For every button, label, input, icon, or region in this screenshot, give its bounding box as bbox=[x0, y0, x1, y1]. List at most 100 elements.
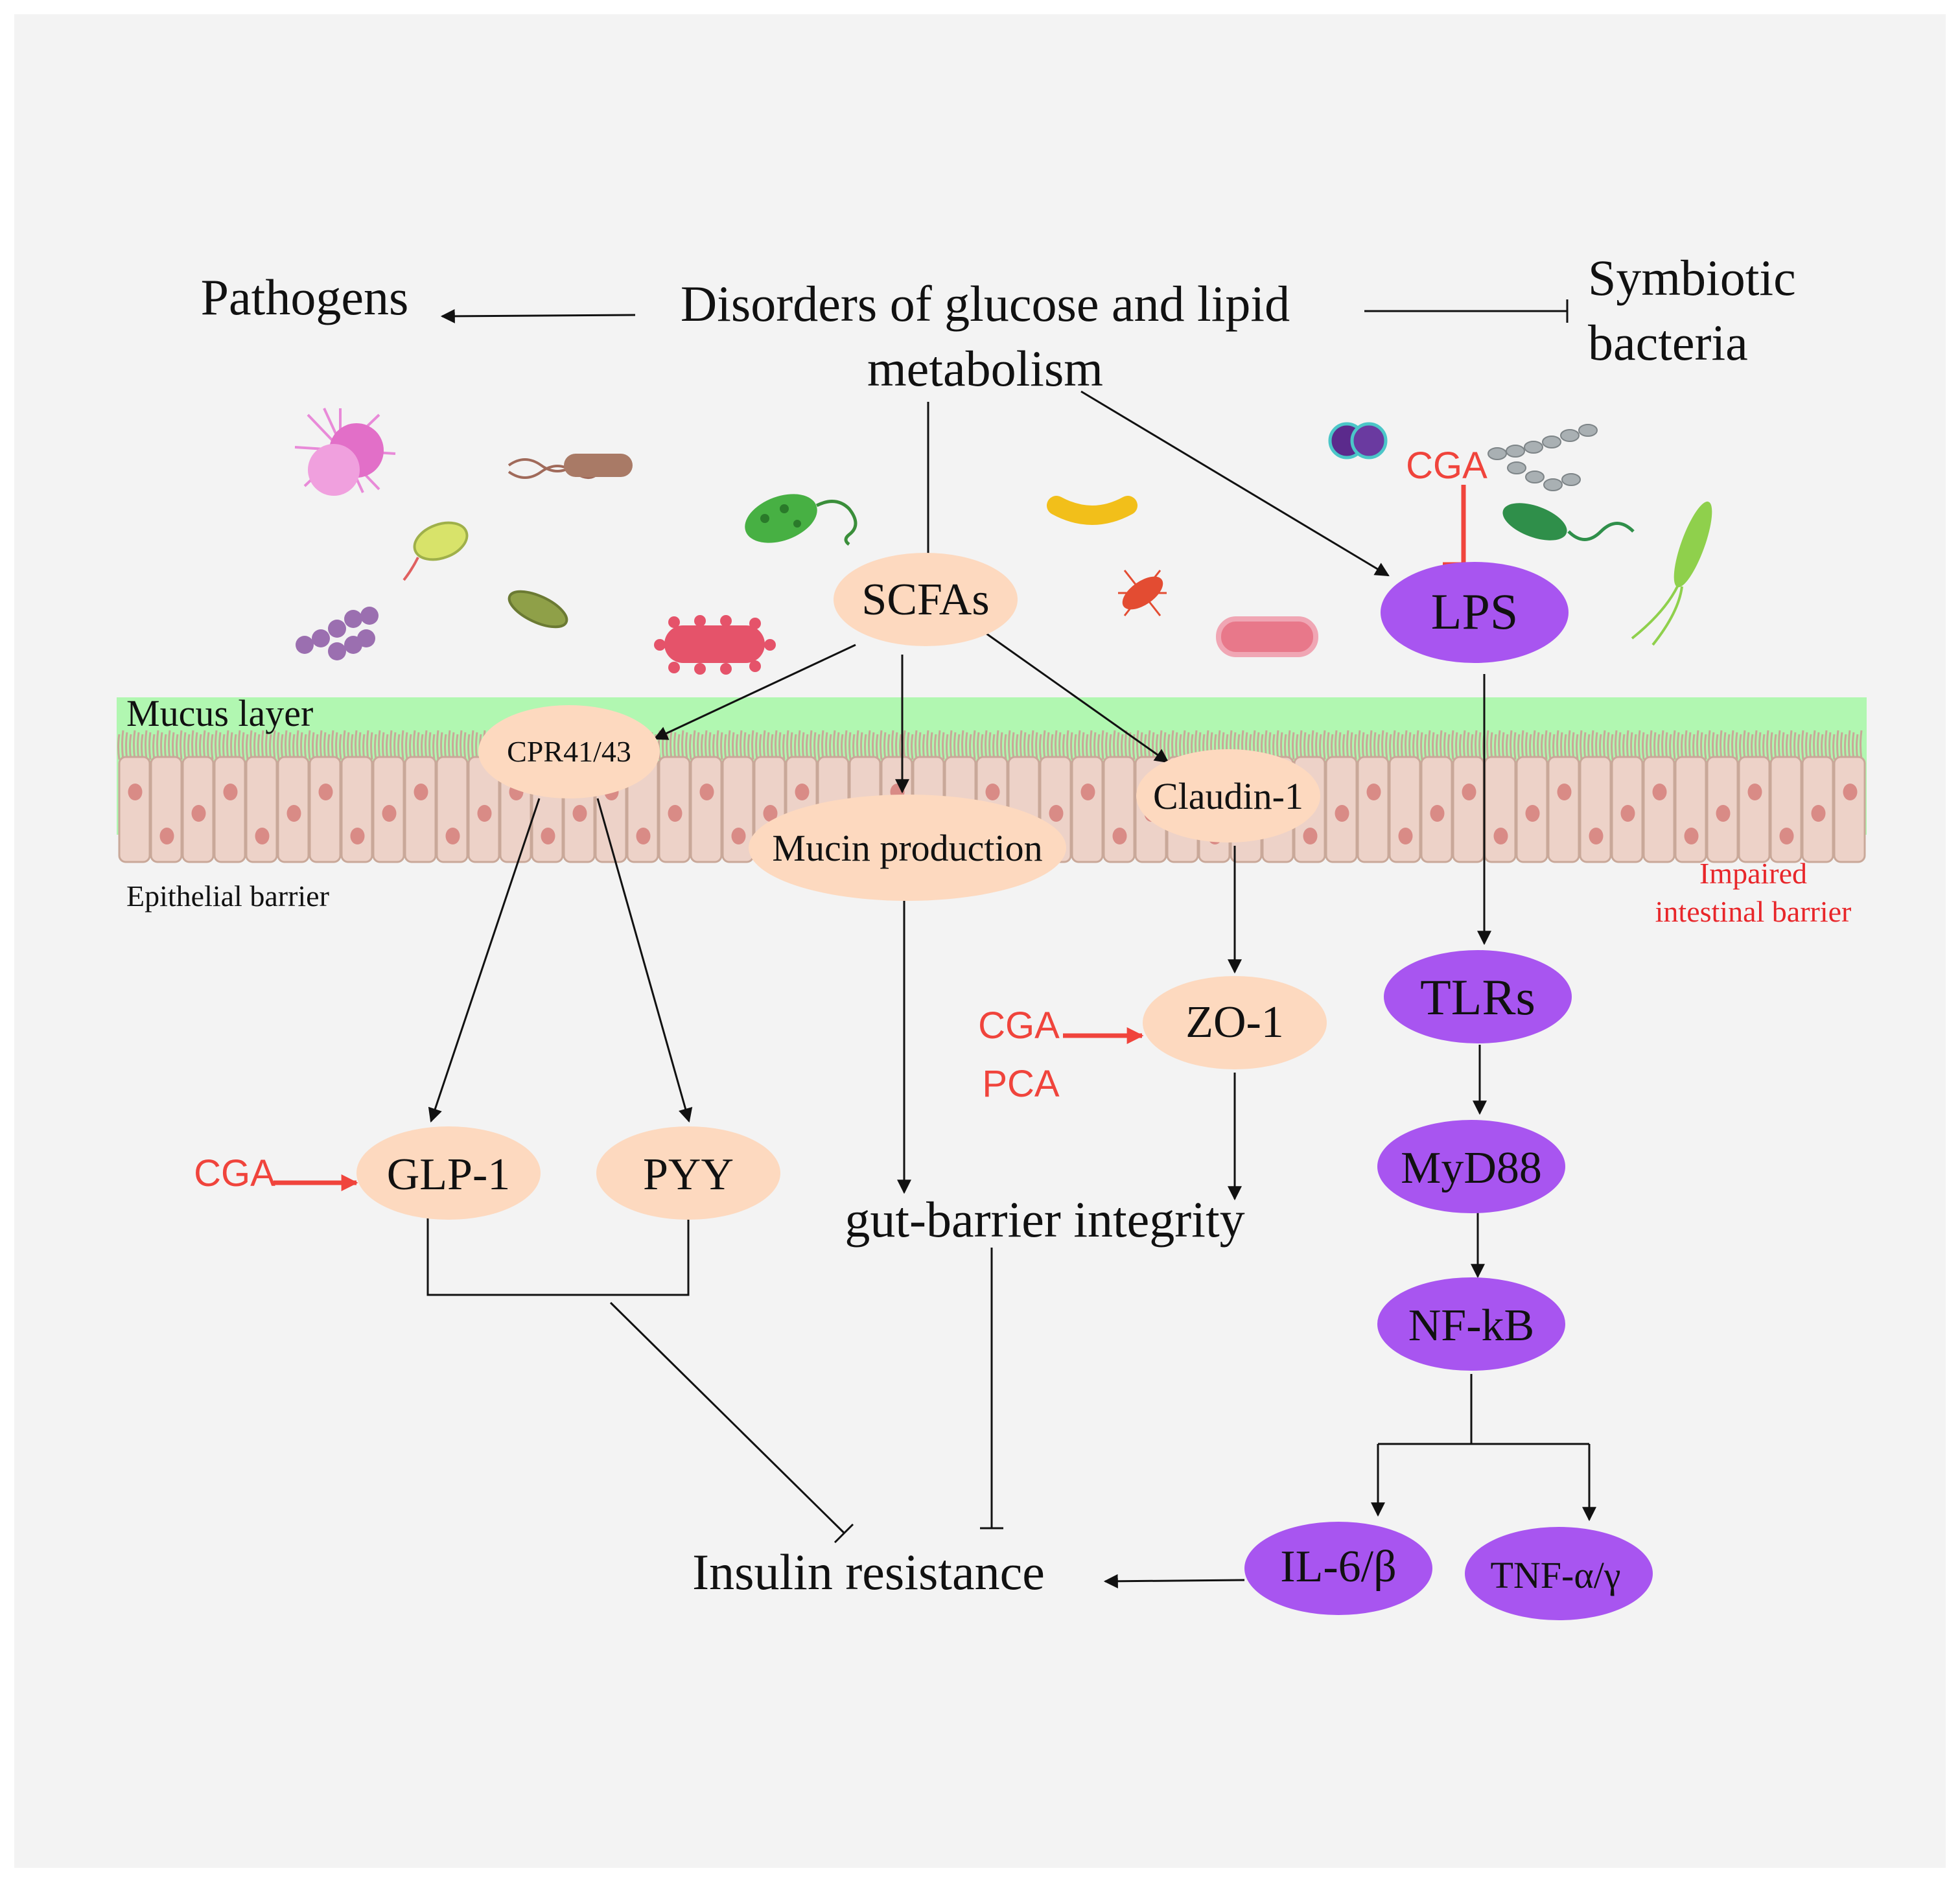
microvillus bbox=[771, 734, 774, 760]
symbiotic-label-line-2: bacteria bbox=[1588, 314, 1748, 371]
microvillus bbox=[732, 732, 735, 760]
epithelial-cell bbox=[1452, 756, 1485, 863]
cell-nucleus bbox=[985, 784, 1000, 800]
tnf-node bbox=[1465, 1527, 1653, 1620]
microvillus bbox=[1463, 730, 1466, 760]
microvillus bbox=[1727, 734, 1731, 760]
cell-nucleus bbox=[1462, 784, 1476, 800]
microvillus bbox=[1455, 732, 1458, 760]
epithelial-cell bbox=[1833, 756, 1866, 863]
cell-nucleus bbox=[636, 828, 651, 844]
microvillus bbox=[448, 730, 451, 760]
title-line-2: metabolism bbox=[867, 340, 1103, 397]
microvillus bbox=[1043, 730, 1046, 760]
microvillus bbox=[705, 730, 708, 760]
microvillus bbox=[1634, 734, 1637, 760]
microvillus bbox=[277, 732, 280, 760]
epithelial-cell bbox=[340, 756, 373, 863]
microvillus bbox=[1731, 730, 1734, 760]
microvillus bbox=[1735, 732, 1738, 760]
microvillus bbox=[1599, 734, 1602, 760]
cell-nucleus bbox=[541, 828, 555, 844]
microvillus bbox=[1595, 732, 1598, 760]
yellow-green-bacterium-icon bbox=[402, 521, 469, 581]
microvillus bbox=[977, 732, 980, 760]
cell-nucleus bbox=[1557, 784, 1572, 800]
cell-nucleus bbox=[763, 805, 778, 822]
microvillus bbox=[386, 734, 389, 760]
microvillus bbox=[677, 734, 681, 760]
microvillus bbox=[1020, 730, 1023, 760]
microvillus bbox=[1373, 732, 1377, 760]
microvillus bbox=[1405, 730, 1408, 760]
microvillus bbox=[743, 732, 747, 760]
microvillus bbox=[740, 730, 743, 760]
microvillus bbox=[265, 732, 268, 760]
microvillus bbox=[763, 730, 766, 760]
cell-nucleus bbox=[795, 784, 810, 800]
cell-nucleus bbox=[128, 784, 143, 800]
microvillus bbox=[1607, 732, 1610, 760]
microvillus bbox=[728, 730, 731, 760]
microvillus bbox=[133, 730, 136, 760]
microvillus bbox=[1058, 732, 1062, 760]
microvillus bbox=[782, 734, 786, 760]
cpr-label: CPR41/43 bbox=[507, 735, 631, 768]
microvillus bbox=[1070, 732, 1073, 760]
microvillus bbox=[1443, 732, 1447, 760]
microvillus bbox=[238, 730, 241, 760]
red-pill-bacterium-icon bbox=[654, 615, 776, 675]
epithelial-cell bbox=[1484, 756, 1517, 863]
microvillus bbox=[864, 734, 867, 760]
epithelial-cell bbox=[1738, 756, 1771, 863]
microvillus bbox=[883, 732, 887, 760]
microvillus bbox=[1090, 730, 1093, 760]
mucin-node bbox=[749, 795, 1066, 901]
cell-nucleus bbox=[1493, 828, 1508, 844]
symbiotic-label-line-1: Symbiotic bbox=[1588, 250, 1796, 306]
microvillus bbox=[382, 732, 385, 760]
microvillus bbox=[191, 730, 194, 760]
microvillus bbox=[1681, 734, 1684, 760]
claudin-node bbox=[1136, 749, 1320, 843]
microvillus bbox=[335, 732, 338, 760]
microvillus bbox=[467, 734, 471, 760]
microvillus bbox=[1513, 732, 1517, 760]
microvillus bbox=[1840, 732, 1843, 760]
pink-fuzzy-rod-icon bbox=[1216, 616, 1318, 657]
microvillus bbox=[351, 734, 354, 760]
microvillus bbox=[1086, 734, 1089, 760]
microvillus bbox=[1755, 730, 1758, 760]
microvillus bbox=[1342, 734, 1346, 760]
arrow-scfas-to-cpr bbox=[653, 644, 856, 740]
microvillus bbox=[790, 732, 793, 760]
microvillus bbox=[148, 732, 152, 760]
microvillus bbox=[316, 734, 319, 760]
microvillus bbox=[817, 734, 821, 760]
epithelial-cell bbox=[1769, 756, 1802, 863]
microvillus bbox=[903, 730, 906, 760]
microvillus bbox=[366, 730, 369, 760]
microvillus bbox=[1451, 730, 1454, 760]
microvillus bbox=[1467, 732, 1470, 760]
microvillus bbox=[798, 730, 801, 760]
cell-nucleus bbox=[731, 828, 746, 844]
microvillus bbox=[810, 730, 813, 760]
microvillus bbox=[160, 732, 163, 760]
impaired-barrier-label-line-1: Impaired bbox=[1699, 857, 1807, 890]
microvillus bbox=[708, 732, 712, 760]
microvillus bbox=[1125, 730, 1128, 760]
microvillus bbox=[1447, 734, 1451, 760]
microvillus bbox=[1121, 734, 1124, 760]
microvillus bbox=[421, 734, 424, 760]
microvillus bbox=[1817, 732, 1820, 760]
microvillus bbox=[1650, 730, 1653, 760]
microvillus bbox=[1292, 732, 1295, 760]
microvillus bbox=[1366, 734, 1369, 760]
microvillus bbox=[685, 732, 688, 760]
microvillus bbox=[1035, 732, 1038, 760]
microvillus bbox=[234, 734, 237, 760]
microvillus bbox=[1801, 730, 1804, 760]
microvillus bbox=[1016, 734, 1019, 760]
